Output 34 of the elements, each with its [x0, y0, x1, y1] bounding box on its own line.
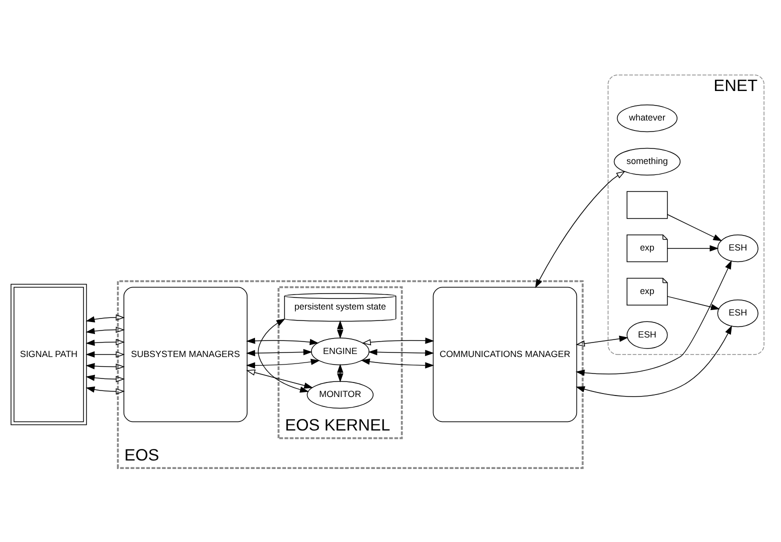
arrow: [86, 338, 125, 346]
arrow: [86, 350, 125, 358]
arrow: [86, 374, 125, 382]
node-box: COMMUNICATIONS MANAGER: [432, 286, 578, 422]
arrow: [368, 348, 434, 356]
node-box: SUBSYSTEM MANAGERS: [123, 286, 248, 422]
arrow: [667, 214, 722, 241]
node-box: [626, 190, 668, 218]
arrow: [86, 386, 125, 394]
arrow: [576, 335, 628, 346]
node-ellipse: ESH: [717, 234, 758, 262]
node-ellipse: whatever: [616, 104, 678, 132]
arrow: [246, 358, 320, 368]
arrow: [360, 358, 434, 368]
arrow: [667, 244, 719, 251]
arrow: [337, 320, 344, 338]
node-ellipse: something: [614, 147, 681, 175]
arrow: [535, 170, 626, 288]
arrow: [246, 348, 312, 356]
arrow: [576, 324, 732, 396]
arrow: [246, 368, 314, 388]
arrow: [86, 326, 125, 334]
arrow: [86, 314, 125, 322]
arrow: [337, 363, 344, 382]
arrow: [258, 318, 309, 392]
node-ellipse: MONITOR: [306, 380, 374, 408]
arrow: [86, 362, 125, 370]
arrow: [667, 296, 720, 310]
arrow: [576, 260, 732, 376]
node-box: SIGNAL PATH: [10, 283, 87, 425]
node-ellipse: ESH: [626, 320, 668, 348]
node-ellipse: ESH: [717, 299, 758, 327]
arrow: [362, 337, 434, 345]
arrow: [246, 337, 319, 345]
